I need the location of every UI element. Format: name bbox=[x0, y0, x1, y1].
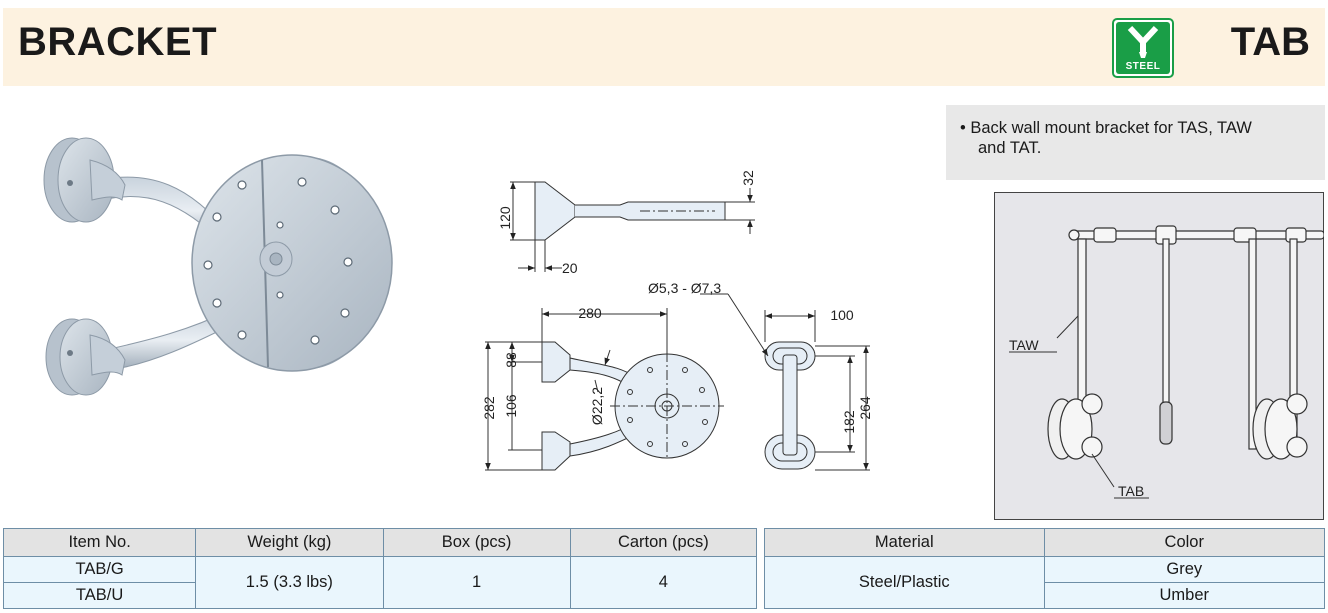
dim-182: 182 bbox=[841, 410, 857, 434]
dim-280: 280 bbox=[578, 305, 602, 321]
description-line-1: • Back wall mount bracket for TAS, TAW bbox=[960, 119, 1252, 137]
table-row: TAB/G 1.5 (3.3 lbs) 1 4 bbox=[2, 556, 758, 609]
dim-32: 32 bbox=[740, 170, 756, 186]
page-title: BRACKET bbox=[18, 20, 218, 64]
table-row: Steel/Plastic Grey bbox=[764, 556, 1326, 609]
material-color-table: Material Color Steel/Plastic Grey Umber bbox=[764, 528, 1326, 609]
dim-100: 100 bbox=[830, 307, 854, 323]
header-material: Material bbox=[764, 528, 1045, 557]
color-cell: Grey bbox=[1043, 556, 1326, 583]
label-tab: TAB bbox=[1118, 483, 1144, 499]
dim-22-2: Ø22,2 bbox=[589, 387, 605, 425]
technical-drawing: 120 32 20 280 Ø5,3 - Ø7,3 100 282 88 106… bbox=[481, 170, 873, 471]
end-view bbox=[700, 293, 870, 471]
weight-cell: 1.5 (3.3 lbs) bbox=[195, 556, 384, 609]
installation-diagram: TAW TAB bbox=[994, 192, 1324, 520]
side-view bbox=[510, 181, 755, 272]
item-no-cell: TAB/U bbox=[2, 582, 197, 609]
dim-264: 264 bbox=[857, 396, 873, 420]
material-cell: Steel/Plastic bbox=[764, 556, 1045, 609]
table-row: Umber bbox=[765, 582, 1326, 609]
header-color: Color bbox=[1043, 528, 1326, 557]
label-taw: TAW bbox=[1009, 337, 1039, 353]
header-item-no: Item No. bbox=[2, 528, 197, 557]
box-cell: 1 bbox=[382, 556, 571, 609]
item-spec-table: Item No. Weight (kg) Box (pcs) Carton (p… bbox=[2, 528, 758, 609]
header-box: Box (pcs) bbox=[382, 528, 571, 557]
header-bar bbox=[3, 8, 1325, 86]
color-cell: Umber bbox=[1043, 582, 1326, 609]
dim-20: 20 bbox=[562, 260, 578, 276]
header-carton: Carton (pcs) bbox=[569, 528, 758, 557]
front-view bbox=[485, 308, 724, 471]
dim-282: 282 bbox=[481, 396, 497, 420]
dim-106: 106 bbox=[503, 394, 519, 418]
product-code: TAB bbox=[1230, 20, 1310, 64]
description-line-2: and TAT. bbox=[978, 139, 1042, 157]
steel-badge-label: STEEL bbox=[1125, 61, 1161, 72]
dim-120: 120 bbox=[497, 206, 513, 230]
dim-88: 88 bbox=[503, 352, 519, 368]
product-photo bbox=[43, 137, 393, 396]
carton-cell: 4 bbox=[569, 556, 758, 609]
item-no-cell: TAB/G bbox=[2, 556, 197, 583]
table-row: TAB/U bbox=[2, 582, 757, 609]
dim-hole: Ø5,3 - Ø7,3 bbox=[648, 280, 721, 296]
description-box: • Back wall mount bracket for TAS, TAW a… bbox=[946, 105, 1325, 180]
steel-badge-icon bbox=[1112, 18, 1174, 78]
header-weight: Weight (kg) bbox=[195, 528, 384, 557]
